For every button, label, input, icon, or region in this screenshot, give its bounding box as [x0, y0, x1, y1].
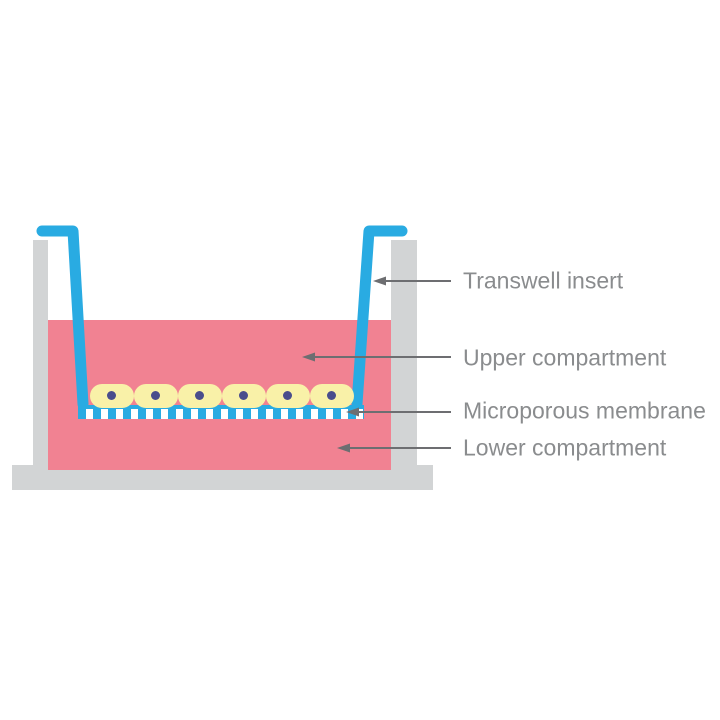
arrow-transwell-insert	[373, 276, 451, 286]
arrow-lower-compartment	[337, 443, 451, 453]
culture-well-wall-right	[391, 240, 417, 466]
cell-nucleus	[327, 391, 336, 400]
arrow-microporous-membrane	[346, 407, 451, 417]
arrowhead-left-icon	[337, 443, 350, 453]
cell-nucleus	[195, 391, 204, 400]
transwell-insert-wall-left	[36, 225, 89, 410]
arrowhead-left-icon	[373, 276, 386, 286]
cell	[134, 384, 178, 408]
cell	[266, 384, 310, 408]
cell	[310, 384, 354, 408]
label-transwell-insert: Transwell insert	[463, 267, 624, 294]
cell-nucleus	[107, 391, 116, 400]
cell	[178, 384, 222, 408]
arrowhead-left-icon	[346, 407, 359, 417]
cell-nucleus	[239, 391, 248, 400]
label-lower-compartment: Lower compartment	[463, 434, 667, 461]
label-microporous-membrane: Microporous membrane	[463, 397, 706, 424]
cell-nucleus	[151, 391, 160, 400]
label-upper-compartment: Upper compartment	[463, 344, 667, 371]
arrow-upper-compartment	[302, 352, 451, 362]
transwell-insert-wall-right	[351, 225, 408, 410]
culture-well-wall-left	[33, 240, 48, 466]
arrowhead-left-icon	[302, 352, 315, 362]
cell-nucleus	[283, 391, 292, 400]
cell	[90, 384, 134, 408]
cell	[222, 384, 266, 408]
microporous-membrane	[78, 405, 364, 419]
